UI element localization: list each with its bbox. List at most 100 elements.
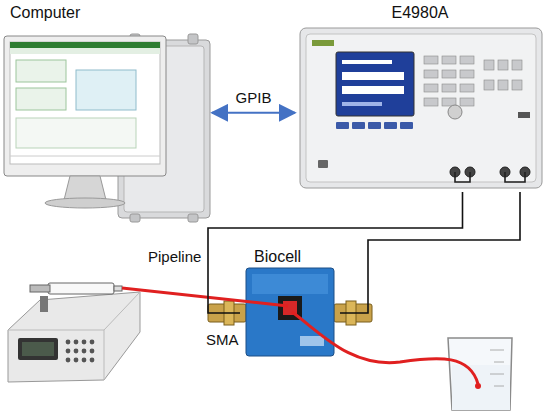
computer-monitor-part <box>16 118 136 148</box>
node-heading: E4980A <box>295 4 545 22</box>
computer-monitor-part <box>76 70 136 110</box>
syringe-pump-part <box>8 292 140 330</box>
lcr-meter-part-part <box>512 80 522 90</box>
biocell-board-part <box>300 336 324 346</box>
computer-monitor-part <box>64 176 106 200</box>
fluid-tube <box>122 288 478 384</box>
lcr-meter-part-part <box>460 98 474 106</box>
lcr-meter-part-part <box>455 172 470 182</box>
lcr-meter-part-part <box>424 98 438 106</box>
lcr-meter-part <box>352 122 365 129</box>
lcr-meter-part-part <box>498 80 508 90</box>
syringe-pump <box>8 283 140 382</box>
lcr-meter-part-part <box>460 70 474 78</box>
syringe-pump-part <box>30 285 50 292</box>
biocell-board-part <box>246 268 334 356</box>
syringe-pump-part-part <box>74 349 79 354</box>
lcr-meter-part <box>424 56 522 106</box>
lcr-meter-part-part <box>460 84 474 92</box>
lcr-meter-part <box>342 102 382 106</box>
computer-monitor-part <box>10 156 160 157</box>
lcr-meter-part <box>342 60 392 64</box>
syringe-pump-part <box>40 296 48 312</box>
computer-node: Computer <box>2 4 212 226</box>
syringe-pump-part-part <box>74 340 79 345</box>
node-heading: Computer <box>10 4 80 22</box>
syringe-pump-part <box>66 340 95 363</box>
syringe-pump-part-part <box>82 340 87 345</box>
lcr-meter-part <box>336 122 349 129</box>
test-cable <box>340 192 520 313</box>
beaker-part-part <box>490 350 504 351</box>
computer-tower-part <box>130 214 140 222</box>
lcr-meter-part-part <box>424 70 438 78</box>
lcr-meter-part-part <box>484 80 494 90</box>
gpib-arrow <box>212 112 295 114</box>
beaker-part <box>452 365 510 410</box>
beaker-part <box>490 350 504 386</box>
syringe-pump-part-part <box>66 358 71 363</box>
lcr-meter-part-part <box>498 60 508 70</box>
lcr-meter-part <box>368 122 381 129</box>
tube-label: Pipeline <box>148 248 201 265</box>
lcr-meter-part <box>300 28 542 188</box>
syringe-pump-part <box>18 338 58 360</box>
lcr-meter-part-part <box>505 172 525 182</box>
lcr-meter-part <box>455 172 525 182</box>
tube-end <box>475 383 481 389</box>
lcr-meter-part <box>518 112 530 118</box>
connector-label: SMA <box>206 331 239 348</box>
sma-connector-part <box>224 301 234 325</box>
biocell-board <box>246 268 334 356</box>
lcr-meter-part <box>450 167 530 177</box>
lcr-meter-part <box>342 72 404 80</box>
computer-tower-part <box>188 214 198 222</box>
beaker-part-part <box>490 374 504 375</box>
edge-label: GPIB <box>236 89 272 106</box>
syringe-pump-part-part <box>66 349 71 354</box>
computer-monitor-part <box>10 48 160 54</box>
computer-monitor-part <box>16 88 66 110</box>
lcr-meter-part-part <box>442 56 456 64</box>
syringe-pump-part-part <box>82 349 87 354</box>
lcr-meter <box>300 28 542 188</box>
lcr-meter-part-part <box>424 84 438 92</box>
lcr-meter-part <box>336 52 414 116</box>
beaker-part-part <box>494 362 504 363</box>
computer-monitor-part <box>16 60 66 82</box>
biocell-board-part <box>252 274 328 294</box>
lcr-meter-part <box>306 34 536 182</box>
syringe-pump-part <box>22 342 54 356</box>
syringe-pump-part-part <box>74 358 79 363</box>
computer-monitor-part <box>10 42 160 48</box>
syringe-pump-part-part <box>82 358 87 363</box>
computer-monitor <box>4 36 166 208</box>
syringe-pump-part-part <box>90 349 95 354</box>
syringe-pump-part <box>8 292 140 382</box>
sma-connector-part <box>346 301 356 325</box>
lcr-meter-part-part <box>460 56 474 64</box>
lcr-meter-part <box>400 122 413 129</box>
node-heading: Biocell <box>254 248 301 266</box>
lcr-meter-part <box>448 105 462 119</box>
syringe-pump-part-part <box>66 340 71 345</box>
computer-monitor-part <box>45 198 125 208</box>
lcr-meter-part-part <box>424 56 438 64</box>
syringe-pump-part <box>48 283 114 294</box>
lcr-meter-part-part <box>442 70 456 78</box>
computer-tower-part <box>188 34 198 44</box>
fluid-tube-part <box>292 312 478 384</box>
lcr-meter-part <box>342 86 404 94</box>
biocell-node: Biocell <box>240 248 340 360</box>
lcr-meter-part <box>384 122 397 129</box>
instrument-node: E4980A <box>295 4 545 192</box>
lcr-meter-part-part <box>512 60 522 70</box>
lcr-meter-part <box>312 40 334 46</box>
beaker <box>448 338 512 410</box>
fluid-tube-part <box>122 288 288 306</box>
syringe-pump-part-part <box>90 358 95 363</box>
lcr-meter-part-part <box>442 84 456 92</box>
